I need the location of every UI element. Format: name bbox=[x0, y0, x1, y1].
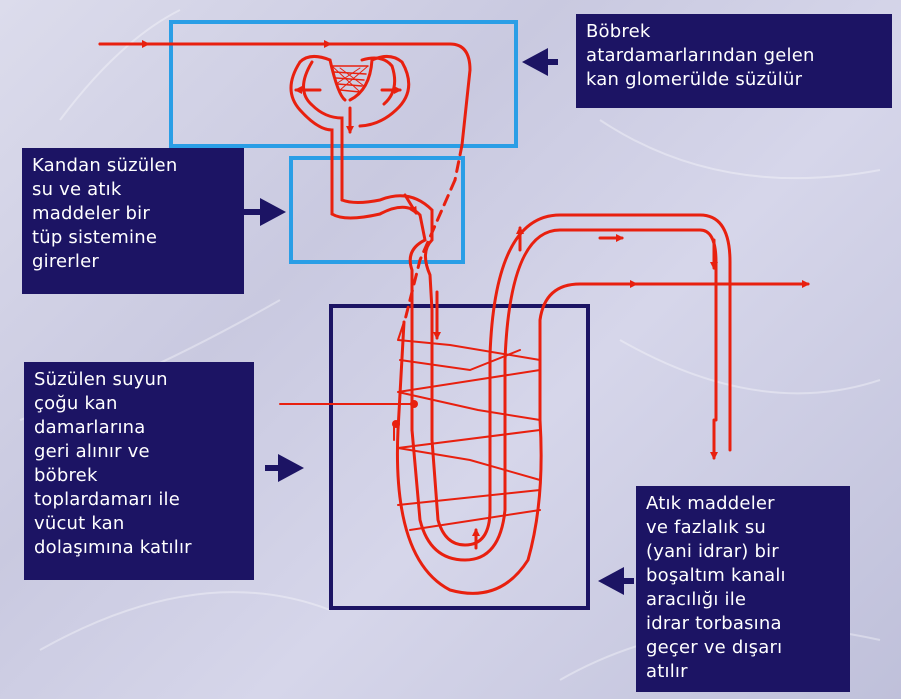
tubule-frame bbox=[291, 158, 463, 262]
glomerulus-label: Böbrek atardamarlarından gelen kan glome… bbox=[576, 14, 892, 108]
tubule-entry-label: Kandan süzülen su ve atık maddeler bir t… bbox=[22, 148, 244, 294]
reabsorption-label: Süzülen suyun çoğu kan damarlarına geri … bbox=[24, 362, 254, 580]
urine-exit-label: Atık maddeler ve fazlalık su (yani idrar… bbox=[636, 486, 850, 692]
pointer-arrows bbox=[244, 48, 634, 595]
junction-dot bbox=[392, 420, 400, 428]
loop-frame bbox=[331, 306, 588, 608]
junction-dot bbox=[410, 400, 418, 408]
